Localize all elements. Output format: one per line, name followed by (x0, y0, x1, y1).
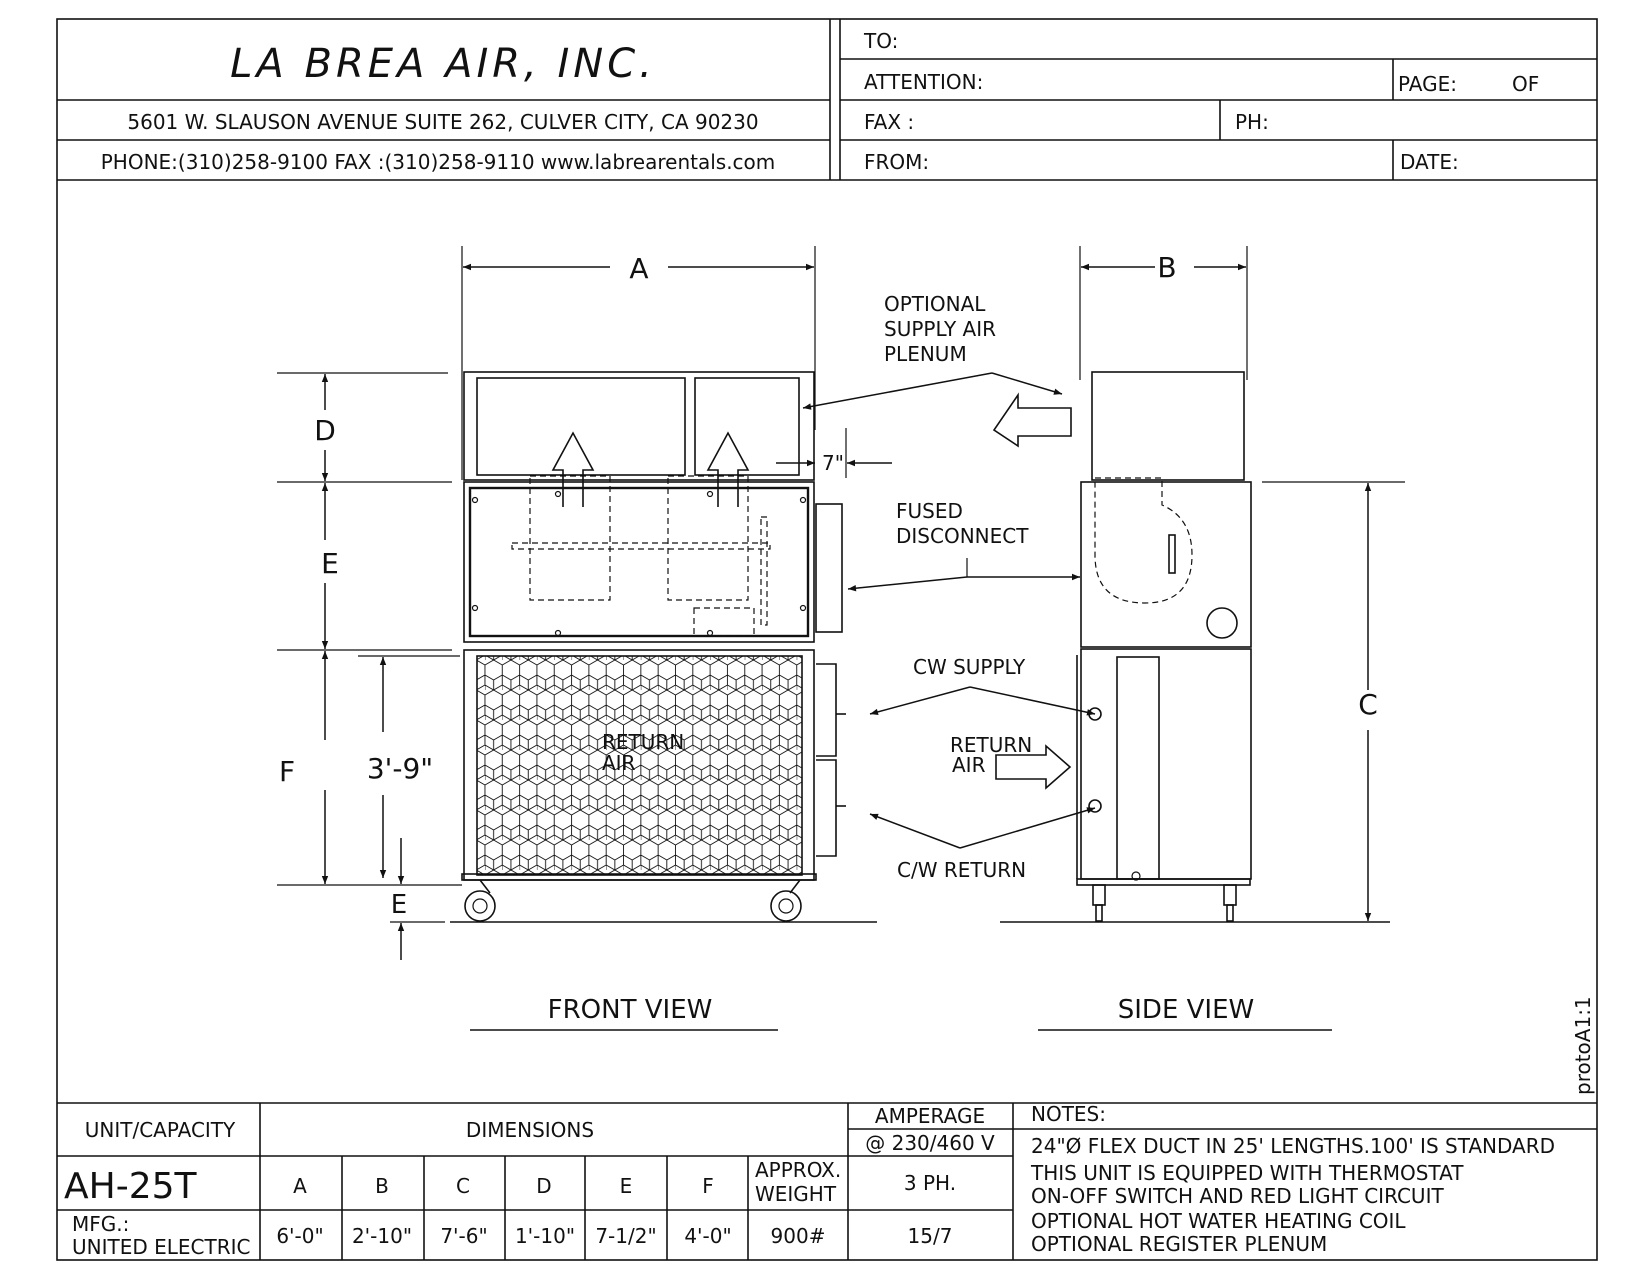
fax-label: FAX : (864, 110, 914, 134)
dim-3-9-label: 3'-9" (367, 752, 433, 785)
value-f: 4'-0" (684, 1224, 731, 1248)
value-c: 7'-6" (440, 1224, 487, 1248)
sheet-border (56, 18, 1598, 1261)
fan-section (463, 481, 815, 643)
dim-e2-label: E (391, 890, 407, 920)
note-3: ON-OFF SWITCH AND RED LIGHT CIRCUIT (1031, 1184, 1444, 1208)
value-weight: 900# (771, 1224, 826, 1248)
optional-plenum-line3: PLENUM (884, 342, 967, 366)
col-e-header: E (620, 1174, 633, 1198)
voltage-header: @ 230/460 V (865, 1131, 995, 1155)
return-air-front-line2: AIR (602, 751, 636, 775)
dim-a-label: A (629, 252, 648, 285)
front-view-title: FRONT VIEW (548, 995, 713, 1025)
dim-c-label: C (1358, 688, 1378, 721)
supply-air-plenum (463, 371, 815, 481)
notes-header: NOTES: (1031, 1102, 1106, 1126)
side-view: B C SIDE VIEW protoA1:1 (992, 246, 1595, 1095)
value-d: 1'-10" (515, 1224, 575, 1248)
weight-header-line2: WEIGHT (755, 1182, 837, 1206)
model-number: AH-25T (64, 1166, 197, 1207)
file-reference: protoA1:1 (1571, 996, 1595, 1095)
attention-label: ATTENTION: (864, 70, 983, 94)
cw-supply-label: CW SUPPLY (913, 655, 1026, 679)
optional-plenum-line1: OPTIONAL (884, 292, 986, 316)
dim-f-label: F (279, 755, 295, 788)
page-label: PAGE: (1398, 72, 1457, 96)
side-coil-section (1080, 648, 1252, 880)
of-label: OF (1512, 72, 1539, 96)
fused-disconnect-line2: DISCONNECT (896, 524, 1029, 548)
value-amperage: 15/7 (908, 1224, 953, 1248)
dimensions-header: DIMENSIONS (466, 1118, 594, 1142)
cw-return-label: C/W RETURN (897, 858, 1026, 882)
fused-disconnect-box (815, 503, 843, 633)
from-label: FROM: (864, 150, 929, 174)
cw-return-port-icon (1088, 799, 1102, 813)
note-5: OPTIONAL REGISTER PLENUM (1031, 1232, 1327, 1256)
fused-disconnect-line1: FUSED (896, 499, 963, 523)
note-1: 24"Ø FLEX DUCT IN 25' LENGTHS.100' IS ST… (1031, 1134, 1555, 1158)
caster-wheel-icon (464, 890, 496, 922)
return-air-grille (476, 655, 803, 876)
value-b: 2'-10" (352, 1224, 412, 1248)
left-arrow-icon (992, 392, 1072, 448)
weight-header-line1: APPROX. (755, 1158, 841, 1182)
company-contact: PHONE:(310)258-9100 FAX :(310)258-9110 w… (101, 150, 776, 174)
spec-table: UNIT/CAPACITY DIMENSIONS AMPERAGE @ 230/… (57, 1102, 1597, 1260)
return-air-side-line2: AIR (952, 753, 986, 777)
mfg-value: UNITED ELECTRIC (72, 1235, 250, 1259)
dim-d-label: D (314, 414, 336, 447)
note-2: THIS UNIT IS EQUIPPED WITH THERMOSTAT (1030, 1161, 1464, 1185)
cw-supply-port-icon (1088, 707, 1102, 721)
unit-capacity-header: UNIT/CAPACITY (85, 1118, 236, 1142)
return-air-front-line1: RETURN (602, 730, 684, 754)
col-d-header: D (536, 1174, 551, 1198)
return-air-side-line1: RETURN (950, 733, 1032, 757)
date-label: DATE: (1400, 150, 1459, 174)
title-block: LA BREA AIR, INC. 5601 W. SLAUSON AVENUE… (57, 19, 1597, 181)
right-arrow-icon (995, 744, 1072, 790)
company-name: LA BREA AIR, INC. (230, 41, 656, 87)
front-view: A RETURN AIR (277, 246, 892, 1031)
dim-b-label: B (1157, 251, 1176, 284)
dim-7-label: 7" (822, 451, 844, 475)
optional-plenum-line2: SUPPLY AIR (884, 317, 996, 341)
up-arrow-icon (706, 431, 750, 507)
company-address: 5601 W. SLAUSON AVENUE SUITE 262, CULVER… (127, 110, 758, 134)
to-label: TO: (863, 29, 898, 53)
side-port-icon (1206, 607, 1238, 639)
note-4: OPTIONAL HOT WATER HEATING COIL (1031, 1209, 1406, 1233)
col-a-header: A (293, 1174, 307, 1198)
col-b-header: B (375, 1174, 389, 1198)
up-arrow-icon (551, 431, 595, 507)
phase-value: 3 PH. (904, 1171, 956, 1195)
ph-label: PH: (1235, 110, 1269, 134)
mfg-label: MFG.: (72, 1212, 129, 1236)
value-a: 6'-0" (276, 1224, 323, 1248)
dim-e-label: E (321, 547, 339, 580)
side-plenum (1091, 371, 1245, 481)
side-fan-section (1080, 481, 1252, 648)
side-view-title: SIDE VIEW (1118, 995, 1254, 1025)
value-e: 7-1/2" (595, 1224, 656, 1248)
col-f-header: F (702, 1174, 714, 1198)
amperage-header: AMPERAGE (875, 1104, 985, 1128)
col-c-header: C (456, 1174, 470, 1198)
caster-wheel-icon (770, 890, 802, 922)
callouts: OPTIONAL SUPPLY AIR PLENUM FUSED DISCONN… (802, 292, 1096, 882)
